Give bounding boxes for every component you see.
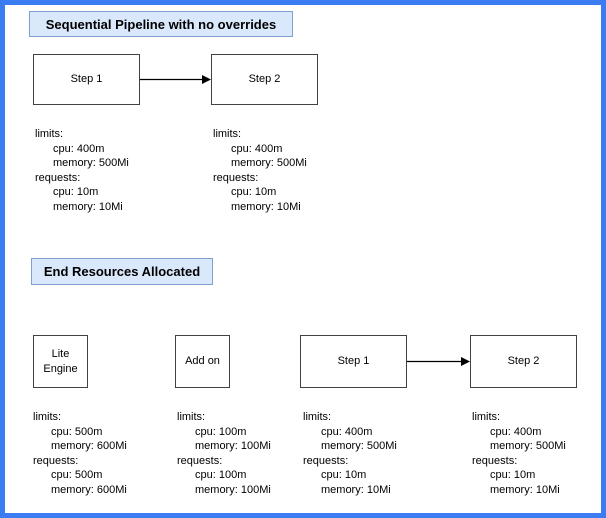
resource-line: memory: 600Mi [51,483,127,496]
resource-line: cpu: 400m [490,425,542,438]
resources-step1-bottom: limits: cpu: 400m memory: 500Mi requests… [303,410,397,497]
node-step2-bottom-label: Step 2 [507,355,540,367]
resource-line: memory: 10Mi [53,200,123,213]
node-step1-top-label: Step 1 [70,73,103,85]
resource-line: memory: 500Mi [321,440,397,452]
node-lite-engine: Lite Engine [33,335,88,388]
node-step1-bottom-label: Step 1 [337,355,370,367]
resource-line: limits: [213,128,242,140]
resource-line: requests: [303,454,349,467]
resource-line: cpu: 10m [231,186,277,198]
resource-line: memory: 10Mi [231,200,301,213]
resource-line: memory: 500Mi [231,157,307,169]
resource-line: cpu: 10m [490,469,536,481]
resource-line: cpu: 400m [321,425,373,438]
section2-title: End Resources Allocated [31,258,213,285]
resources-add-on: limits: cpu: 100m memory: 100Mi requests… [177,410,271,497]
resource-line: requests: [213,171,259,184]
resource-line: limits: [303,411,332,423]
resource-line: requests: [33,454,79,467]
resource-line: cpu: 400m [53,142,105,155]
resource-line: memory: 10Mi [321,483,391,496]
node-lite-engine-label: Lite Engine [43,347,78,375]
resource-line: requests: [472,454,518,467]
arrow-step1-to-step2-bottom [407,357,470,366]
resource-line: memory: 600Mi [51,440,127,452]
resource-line: cpu: 500m [51,469,103,481]
resource-line: memory: 500Mi [53,157,129,169]
resource-line: cpu: 100m [195,425,247,438]
resource-line: requests: [177,454,223,467]
resource-line: cpu: 10m [321,469,367,481]
node-step2-bottom: Step 2 [470,335,577,388]
resource-line: cpu: 400m [231,142,283,155]
resource-line: requests: [35,171,81,184]
node-step2-top: Step 2 [211,54,318,105]
node-step1-top: Step 1 [33,54,140,105]
resource-line: cpu: 500m [51,425,103,438]
resource-line: limits: [177,411,206,423]
resources-step1-top: limits: cpu: 400m memory: 500Mi requests… [35,127,129,214]
resource-line: limits: [33,411,62,423]
resources-lite-engine: limits: cpu: 500m memory: 600Mi requests… [33,410,127,497]
resource-line: limits: [472,411,501,423]
resources-step2-bottom: limits: cpu: 400m memory: 500Mi requests… [472,410,566,497]
resource-line: memory: 100Mi [195,483,271,496]
resource-line: memory: 10Mi [490,483,560,496]
resource-line: memory: 500Mi [490,440,566,452]
node-step2-top-label: Step 2 [248,73,281,85]
resources-step2-top: limits: cpu: 400m memory: 500Mi requests… [213,127,307,214]
arrow-step1-to-step2-top [140,75,211,84]
section1-title: Sequential Pipeline with no overrides [29,11,293,37]
resource-line: limits: [35,128,64,140]
resource-line: cpu: 100m [195,469,247,481]
resource-line: memory: 100Mi [195,440,271,452]
node-add-on-label: Add on [185,355,220,367]
resource-line: cpu: 10m [53,186,99,198]
node-add-on: Add on [175,335,230,388]
node-step1-bottom: Step 1 [300,335,407,388]
